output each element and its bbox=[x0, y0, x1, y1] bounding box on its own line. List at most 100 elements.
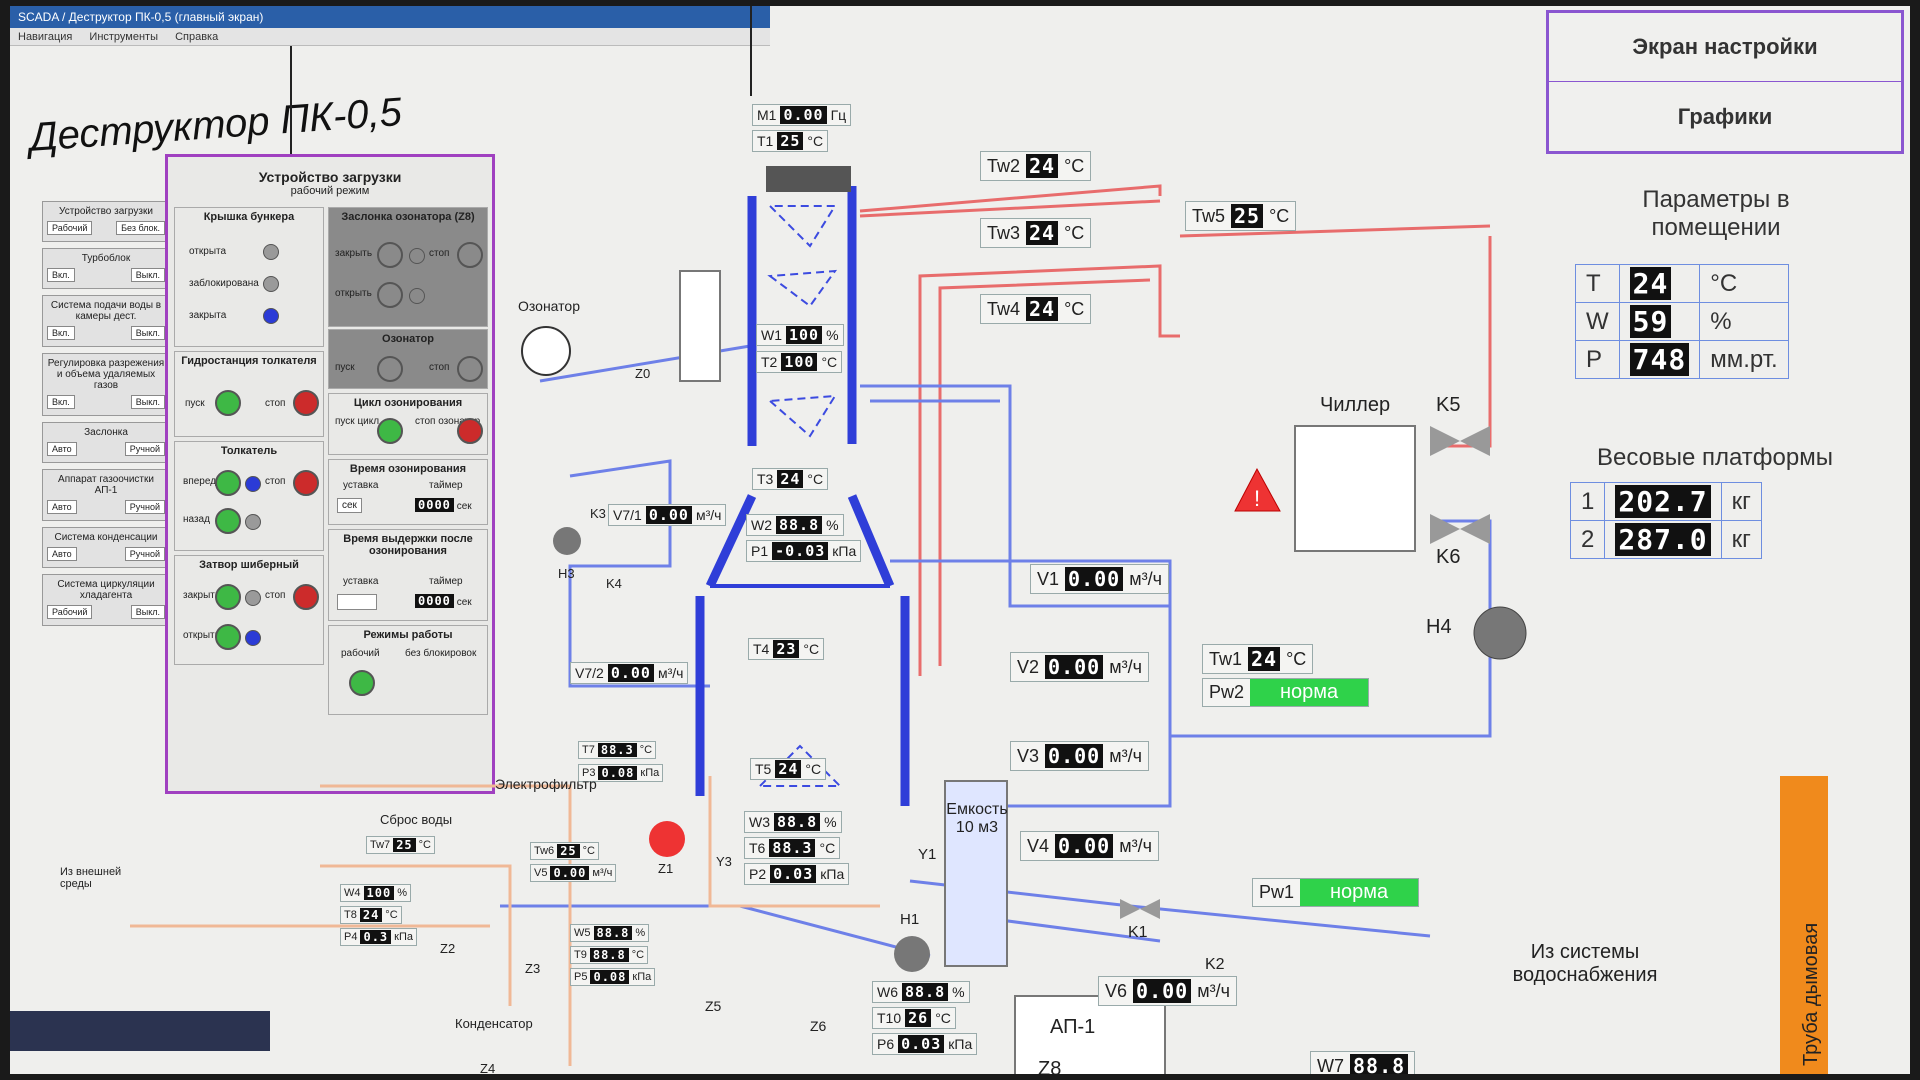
settings-screen-button[interactable]: Экран настройки bbox=[1549, 13, 1901, 82]
close-button[interactable] bbox=[377, 242, 403, 268]
section-title: Заслонка озонатора (Z8) bbox=[341, 211, 475, 223]
stop-label: стоп bbox=[429, 248, 450, 259]
gate-close-button[interactable] bbox=[215, 584, 241, 610]
cycle-stop-button[interactable] bbox=[457, 418, 483, 444]
hydro-stop-button[interactable] bbox=[293, 390, 319, 416]
section-title: Гидростанция толкателя bbox=[181, 355, 317, 367]
mode-button[interactable]: Ручной bbox=[124, 500, 165, 514]
open-label: открыть bbox=[183, 630, 220, 641]
valve-label: H3 bbox=[558, 566, 575, 581]
sidebar-group-title: Система конденсации bbox=[54, 532, 158, 543]
sidebar-group: Регулировка разрежения и объема удаляемы… bbox=[42, 353, 170, 416]
mode-button[interactable]: Вкл. bbox=[47, 326, 75, 340]
menu-item[interactable]: Справка bbox=[175, 31, 219, 43]
mode-button[interactable]: Выкл. bbox=[130, 605, 165, 619]
valve-k6-icon bbox=[1430, 514, 1490, 544]
mode-button[interactable]: Авто bbox=[47, 442, 77, 456]
mode-button[interactable]: Выкл. bbox=[130, 395, 165, 409]
hydro-start-button[interactable] bbox=[215, 390, 241, 416]
mode-button[interactable]: Ручной bbox=[124, 547, 165, 561]
section-title: Режимы работы bbox=[363, 629, 453, 641]
open-button[interactable] bbox=[377, 282, 403, 308]
mode-button[interactable]: Рабочий bbox=[47, 605, 93, 619]
chimney-label: Труба дымовая bbox=[1800, 922, 1822, 1066]
start-label: пуск цикл bbox=[335, 416, 380, 427]
setpoint-input[interactable] bbox=[337, 594, 377, 610]
pusher-back-button[interactable] bbox=[215, 508, 241, 534]
stop-label: стоп bbox=[265, 476, 286, 487]
gate-stop-button[interactable] bbox=[293, 584, 319, 610]
setpoint-label: уставка bbox=[343, 576, 379, 587]
section-title: Крышка бункера bbox=[203, 211, 295, 223]
start-label: пуск bbox=[335, 362, 355, 373]
valve-label: K1 bbox=[1128, 924, 1148, 941]
closed-indicator bbox=[409, 248, 425, 264]
mode-button[interactable]: Выкл. bbox=[130, 268, 165, 282]
mode-button[interactable]: Вкл. bbox=[47, 268, 75, 282]
mode-label: рабочий bbox=[341, 648, 380, 659]
start-label: пуск bbox=[185, 398, 205, 409]
menu-item[interactable]: Инструменты bbox=[89, 31, 158, 43]
ozonator-start-button[interactable] bbox=[377, 356, 403, 382]
pusher-section: Толкатель вперед стоп назад bbox=[174, 441, 324, 551]
window-title-bar: SCADA / Деструктор ПК-0,5 (главный экран… bbox=[10, 6, 770, 28]
valve-label: Z0 bbox=[635, 366, 651, 381]
chiller-label: Чиллер bbox=[1320, 394, 1391, 416]
charts-button[interactable]: Графики bbox=[1677, 103, 1773, 129]
section-title: Толкатель bbox=[220, 445, 278, 457]
mode-button[interactable]: Без блок. bbox=[116, 221, 165, 235]
bunker-lid-section: Крышка бункера открыта заблокирована зак… bbox=[174, 207, 324, 347]
valve-k5-icon bbox=[1430, 426, 1490, 456]
gate-open-button[interactable] bbox=[215, 624, 241, 650]
pw2-status: норма bbox=[1250, 679, 1369, 706]
back-indicator bbox=[245, 514, 261, 530]
setpoint-input[interactable]: сек bbox=[337, 498, 362, 513]
section-title: Затвор шиберный bbox=[199, 559, 299, 571]
pusher-stop-button[interactable] bbox=[293, 470, 319, 496]
warning-mark: ! bbox=[1254, 486, 1260, 511]
stop-button[interactable] bbox=[457, 242, 483, 268]
mode-button[interactable]: Авто bbox=[47, 500, 77, 514]
pump-h3-icon bbox=[553, 527, 581, 555]
filter-box bbox=[679, 270, 721, 382]
opened-indicator bbox=[245, 630, 261, 646]
ambient-label: Из внешней среды bbox=[60, 866, 122, 890]
state-label: заблокирована bbox=[189, 278, 259, 289]
mode-button[interactable]: Рабочий bbox=[47, 221, 93, 235]
process-diagram: ! bbox=[130, 166, 1828, 1074]
mode-button[interactable]: Выкл. bbox=[130, 326, 165, 340]
mode-button[interactable]: Вкл. bbox=[47, 395, 75, 409]
work-mode-button[interactable] bbox=[349, 670, 375, 696]
sidebar-group-title: Заслонка bbox=[84, 427, 128, 438]
menu-item[interactable]: Навигация bbox=[18, 31, 73, 43]
cycle-start-button[interactable] bbox=[377, 418, 403, 444]
ozonator-stop-button[interactable] bbox=[457, 356, 483, 382]
close-label: закрыть bbox=[335, 248, 373, 259]
valve-z1-icon bbox=[649, 821, 685, 857]
scada-screen: SCADA / Деструктор ПК-0,5 (главный экран… bbox=[10, 6, 1910, 1074]
pusher-forward-button[interactable] bbox=[215, 470, 241, 496]
mode-button[interactable]: Авто bbox=[47, 547, 77, 561]
valve-label: Y1 bbox=[918, 846, 937, 863]
mode-button[interactable]: Ручной bbox=[124, 442, 165, 456]
